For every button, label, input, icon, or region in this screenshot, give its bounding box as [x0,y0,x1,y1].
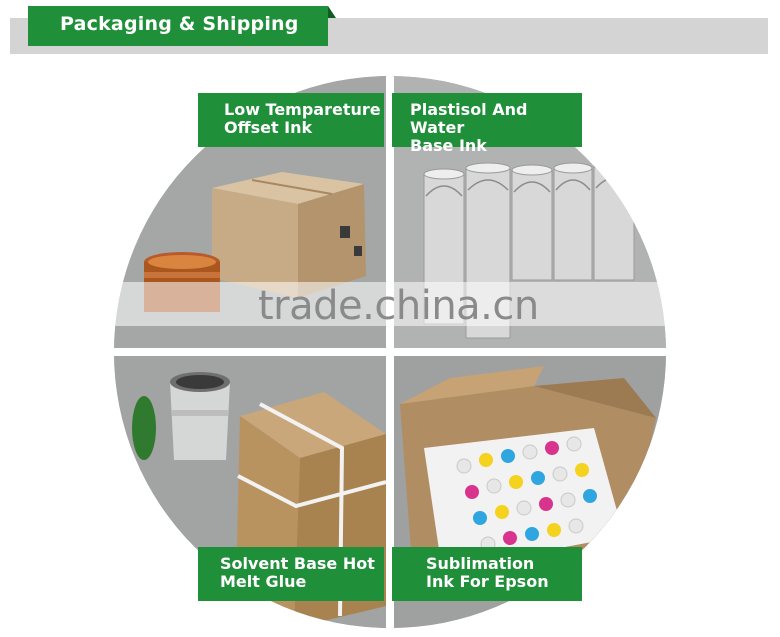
label-line: Solvent Base Hot [220,554,375,573]
label-line: Base Ink [410,136,487,155]
label-line: Melt Glue [220,572,307,591]
label-sublimation-ink-epson: Sublimation Ink For Epson [392,547,582,601]
horizontal-divider [114,348,666,356]
label-plastisol-water-base-ink: Plastisol And Water Base Ink [392,93,582,155]
watermark-text: trade.china.cn [258,283,539,329]
product-collage-circle [114,76,666,628]
label-low-temperature-offset-ink: Low Tempareture Offset Ink [198,93,384,147]
label-line: Plastisol And Water [410,100,528,137]
watermark-band [114,282,666,326]
section-header-tab [28,6,328,46]
sublimation-ink-photo [400,366,656,590]
label-line: Ink For Epson [426,572,549,591]
label-line: Low Tempareture [224,100,381,119]
label-line: Sublimation [426,554,535,573]
label-solvent-base-hot-melt-glue: Solvent Base Hot Melt Glue [198,547,384,601]
label-line: Offset Ink [224,118,313,137]
section-title: Packaging & Shipping [60,13,299,35]
header-tab-fold [328,6,336,18]
plastisol-ink-photo [423,160,635,339]
